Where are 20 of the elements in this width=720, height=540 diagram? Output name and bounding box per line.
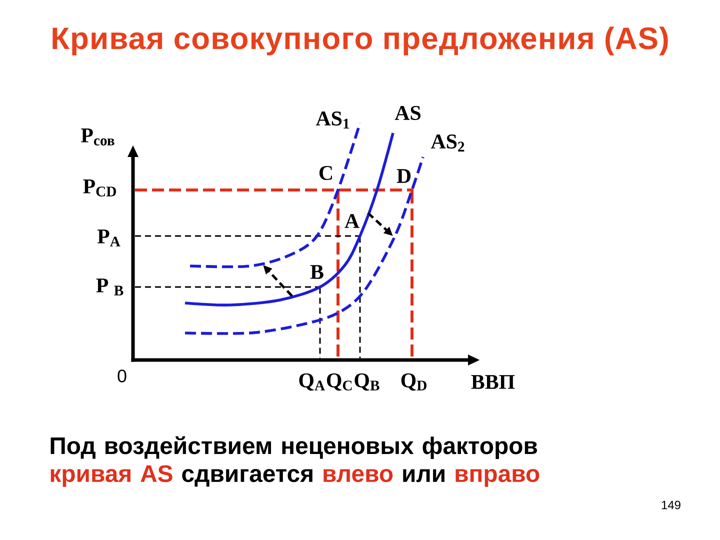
origin-label: 0 (118, 370, 126, 382)
point-label: A (344, 214, 360, 228)
curve-label: AS$_{2}$ (430, 134, 464, 152)
caption: Под воздействием неценовых факторов кривая AS сдвигается влево или вправо (50, 436, 540, 487)
tick-label: P$_{CD}$ (83, 180, 116, 196)
tick-label: Q$_{A}$ (299, 373, 325, 391)
axis-label: P$_{сов}$ (81, 128, 114, 146)
tick-label: P$_{A}$ (97, 230, 120, 246)
point-label: B (310, 265, 324, 279)
tick-label: Q$_{C}$ (326, 373, 352, 391)
tick-label: Q$_{B}$ (354, 373, 380, 391)
point-label: D (396, 169, 411, 183)
curve-label: AS (394, 106, 420, 120)
axis-label: ВВП (471, 375, 515, 389)
curve-label: AS$_{1}$ (316, 112, 350, 128)
title: Кривая совокупного предложения (AS) (52, 26, 668, 56)
page-number: 149 (662, 500, 680, 510)
tick-label: Q$_{D}$ (401, 373, 426, 391)
point-label: C (319, 166, 332, 180)
tick-label: P $_{B}$ (96, 278, 124, 296)
